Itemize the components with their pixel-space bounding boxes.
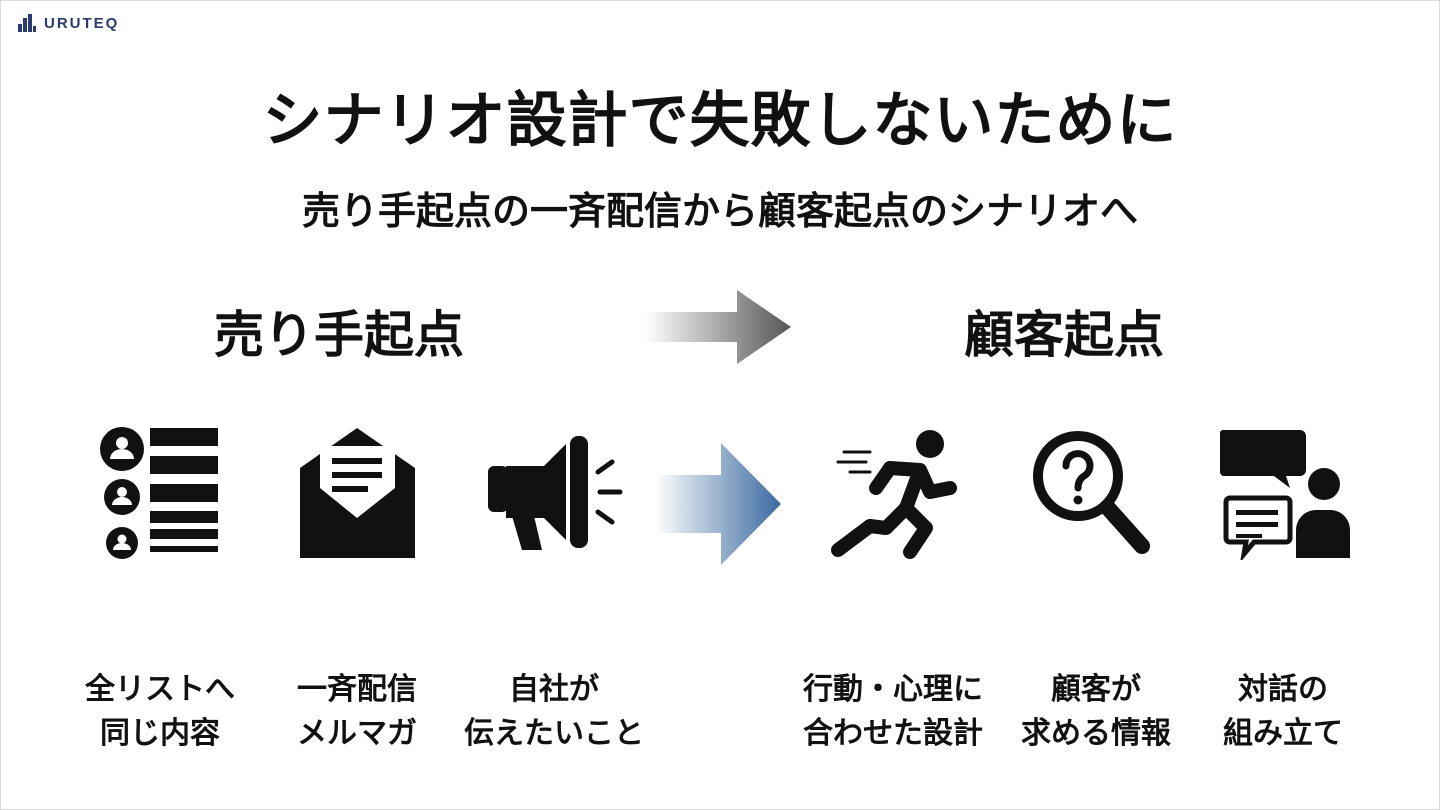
caption-newsletter: 一斉配信 メルマガ	[257, 668, 457, 756]
caption-line: 行動・心理に	[803, 672, 983, 707]
question-magnifier-icon	[1033, 431, 1150, 554]
slide-title: シナリオ設計で失敗しないために	[262, 86, 1178, 156]
caption-company-message: 自社が 伝えたいこと	[454, 668, 654, 756]
caption-line: 顧客が	[1051, 672, 1141, 707]
customer-heading: 顧客起点	[964, 306, 1164, 364]
open-envelope-icon	[300, 428, 415, 558]
caption-line: 全リストへ	[85, 672, 235, 707]
running-person-icon	[831, 430, 957, 559]
blue-arrow-icon	[655, 443, 781, 565]
seller-heading: 売り手起点	[214, 306, 464, 364]
brand-name: URUTEQ	[44, 14, 120, 32]
caption-line: 伝えたいこと	[464, 716, 644, 751]
caption-line: 合わせた設計	[803, 716, 983, 751]
brand-logo: URUTEQ	[18, 14, 119, 32]
caption-behavior-design: 行動・心理に 合わせた設計	[793, 668, 993, 756]
caption-line: 求める情報	[1021, 716, 1171, 751]
caption-customer-info: 顧客が 求める情報	[996, 668, 1196, 756]
caption-line: 組み立て	[1223, 716, 1343, 751]
contact-list-icon	[100, 427, 218, 559]
caption-line: 対話の	[1238, 672, 1328, 707]
caption-line: 一斉配信	[297, 672, 417, 707]
megaphone-icon	[488, 436, 623, 550]
caption-dialogue: 対話の 組み立て	[1183, 668, 1383, 756]
brand-mark-icon	[18, 14, 36, 32]
slide-subtitle: 売り手起点の一斉配信から顧客起点のシナリオへ	[301, 189, 1138, 233]
caption-line: 自社が	[509, 672, 599, 707]
caption-contact-list: 全リストへ 同じ内容	[60, 668, 260, 756]
caption-line: メルマガ	[297, 716, 417, 751]
caption-line: 同じ内容	[100, 716, 220, 751]
gray-arrow-icon	[645, 290, 791, 364]
chat-person-icon	[1220, 430, 1350, 560]
